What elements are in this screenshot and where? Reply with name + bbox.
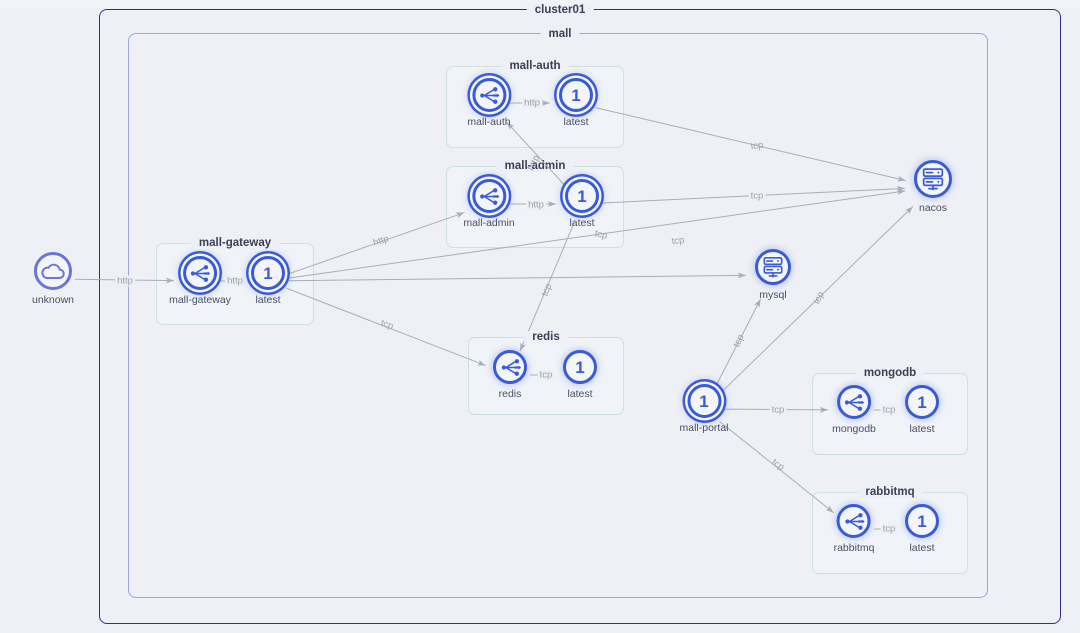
node-ring-redis-inst: 1 — [563, 350, 597, 384]
node-nacos[interactable]: nacos — [914, 160, 952, 214]
service-icon — [187, 261, 212, 286]
node-label-mall-admin-svc: mall-admin — [463, 217, 515, 229]
edge-label-e9: http — [526, 199, 546, 211]
instance-count: 1 — [571, 85, 581, 105]
node-label-rabbitmq-svc: rabbitmq — [833, 542, 875, 554]
node-ring-mall-portal: 1 — [686, 384, 721, 418]
node-mongodb-inst[interactable]: 1 latest — [905, 385, 939, 435]
edge-label-e6: tcp — [670, 234, 686, 248]
node-label-redis-inst: latest — [567, 388, 593, 400]
service-group-mall-auth[interactable] — [446, 66, 624, 148]
edge-label-e5: tcp — [748, 190, 766, 202]
node-ring-mall-auth-svc — [472, 78, 506, 112]
node-ring-mongodb-inst: 1 — [905, 385, 939, 419]
edge-mall-portal-to-mysql[interactable] — [712, 298, 762, 392]
node-mall-admin-svc[interactable]: mall-admin — [463, 179, 515, 229]
node-mall-gateway-inst[interactable]: 1 latest — [251, 256, 285, 306]
node-label-unknown: unknown — [31, 294, 75, 306]
node-mall-gateway-svc[interactable]: mall-gateway — [169, 256, 231, 306]
node-label-mongodb-inst: latest — [909, 423, 935, 435]
service-icon — [498, 355, 523, 380]
edge-label-e19: tcp — [880, 523, 898, 535]
node-ring-mall-gateway-svc — [182, 256, 217, 290]
node-ring-rabbitmq-inst: 1 — [905, 504, 939, 538]
node-unknown[interactable]: unknown — [32, 252, 74, 306]
node-ring-mall-auth-inst: 1 — [559, 78, 593, 112]
edge-mall-auth-inst-to-nacos[interactable] — [595, 107, 906, 182]
node-label-mongodb-svc: mongodb — [832, 423, 876, 435]
node-ring-redis-svc — [493, 350, 527, 384]
node-ring-mall-admin-inst: 1 — [565, 179, 599, 213]
node-redis-inst[interactable]: 1 latest — [563, 350, 597, 400]
edge-label-e16: tcp — [769, 404, 787, 416]
edge-label-e13: tcp — [537, 369, 555, 381]
node-label-mall-gateway-inst: latest — [255, 294, 281, 306]
edge-label-e18: tcp — [880, 404, 898, 416]
edge-label-e8: tcp — [750, 139, 764, 153]
cloud-icon — [39, 257, 67, 285]
node-redis-svc[interactable]: redis — [493, 350, 527, 400]
node-ring-mysql — [755, 249, 791, 285]
edge-label-e1: http — [115, 275, 135, 287]
node-rabbitmq-inst[interactable]: 1 latest — [905, 504, 939, 554]
node-ring-mall-gateway-inst: 1 — [251, 256, 285, 290]
node-label-mall-auth-svc: mall-auth — [467, 116, 511, 128]
node-mongodb-svc[interactable]: mongodb — [832, 385, 876, 435]
node-rabbitmq-svc[interactable]: rabbitmq — [833, 504, 875, 554]
edge-mall-gateway-inst-to-mysql[interactable] — [287, 272, 747, 282]
node-ring-mall-admin-svc — [471, 179, 506, 213]
node-ring-unknown — [34, 252, 72, 290]
instance-count: 1 — [577, 186, 587, 206]
service-group-title-rabbitmq: rabbitmq — [857, 486, 923, 498]
cluster-title: cluster01 — [526, 4, 594, 16]
service-icon — [841, 509, 866, 534]
node-mall-portal[interactable]: 1 mall-portal — [679, 384, 729, 434]
edge-mall-gateway-inst-to-redis-svc[interactable] — [286, 287, 486, 367]
instance-count: 1 — [699, 391, 709, 411]
instance-count: 1 — [575, 357, 585, 377]
node-label-mysql: mysql — [759, 289, 787, 301]
node-label-mall-portal: mall-portal — [679, 422, 729, 434]
service-icon — [476, 184, 501, 209]
edge-mall-admin-inst-to-redis-svc[interactable] — [519, 222, 575, 352]
node-mall-admin-inst[interactable]: 1 latest — [565, 179, 599, 229]
service-group-title-mall-gateway: mall-gateway — [190, 237, 280, 249]
edge-mall-gateway-inst-to-mall-admin-svc[interactable] — [286, 212, 465, 275]
node-label-mall-admin-inst: latest — [569, 217, 595, 229]
node-ring-rabbitmq-svc — [836, 504, 871, 538]
node-label-mall-auth-inst: latest — [563, 116, 589, 128]
service-icon — [477, 83, 502, 108]
edge-mall-portal-to-nacos[interactable] — [718, 206, 914, 396]
node-ring-mongodb-svc — [836, 385, 871, 419]
edge-mall-portal-to-rabbitmq-svc[interactable] — [719, 421, 835, 514]
service-group-title-mall-auth: mall-auth — [501, 60, 569, 72]
server-icon — [919, 165, 947, 193]
service-icon — [841, 390, 866, 415]
instance-count: 1 — [917, 392, 927, 412]
server-icon — [760, 254, 786, 280]
namespace-title: mall — [540, 28, 580, 40]
node-label-redis-svc: redis — [498, 388, 522, 400]
node-ring-nacos — [914, 160, 952, 198]
node-mall-auth-inst[interactable]: 1 latest — [559, 78, 593, 128]
node-label-mall-gateway-svc: mall-gateway — [169, 294, 231, 306]
instance-count: 1 — [917, 511, 927, 531]
node-label-nacos: nacos — [918, 202, 948, 214]
instance-count: 1 — [263, 263, 273, 283]
node-label-rabbitmq-inst: latest — [909, 542, 935, 554]
service-group-title-redis: redis — [524, 331, 568, 343]
node-mall-auth-svc[interactable]: mall-auth — [467, 78, 511, 128]
node-mysql[interactable]: mysql — [755, 249, 791, 301]
service-group-title-mongodb: mongodb — [855, 367, 925, 379]
edge-mall-admin-inst-to-mall-auth-svc[interactable] — [506, 121, 569, 190]
edge-label-e7: http — [522, 97, 542, 109]
edge-mall-gateway-inst-to-nacos[interactable] — [287, 189, 906, 279]
